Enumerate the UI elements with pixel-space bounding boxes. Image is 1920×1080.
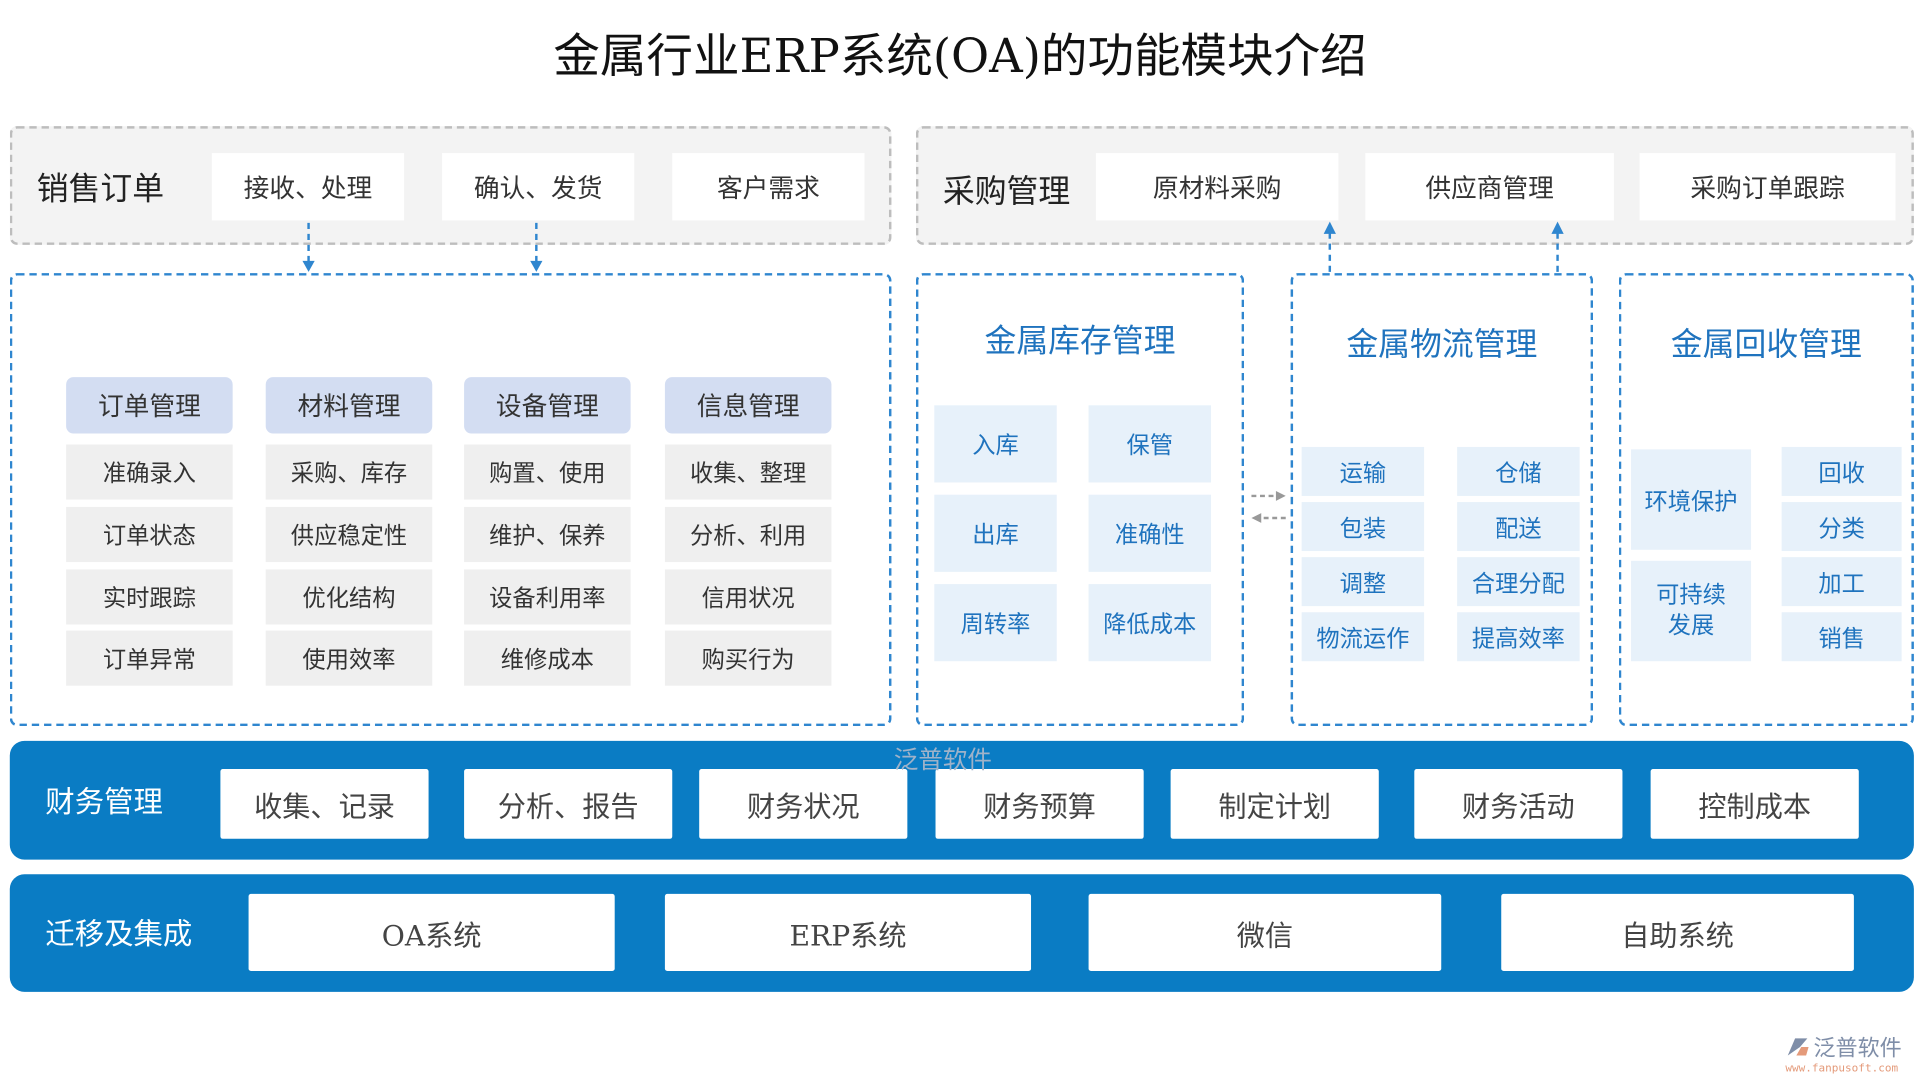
recycle-item: 可持续发展 <box>1631 560 1752 662</box>
module-item: 维护、保养 <box>464 506 631 563</box>
recycle-title: 金属回收管理 <box>1670 326 1862 364</box>
sales-item: 接收、处理 <box>211 153 405 221</box>
module-header: 材料管理 <box>265 377 433 434</box>
sales-label: 销售订单 <box>36 171 165 209</box>
logistics-item: 运输 <box>1301 446 1425 496</box>
inventory-title: 金属库存管理 <box>984 322 1176 360</box>
module-item: 设备利用率 <box>464 569 631 625</box>
finance-item: 财务预算 <box>935 768 1144 839</box>
migration-item: OA系统 <box>248 893 615 972</box>
logo-url: www.fanpusoft.com <box>1785 1062 1899 1076</box>
module-item: 采购、库存 <box>265 444 433 500</box>
module-item: 使用效率 <box>265 630 433 686</box>
module-item: 实时跟踪 <box>66 569 233 625</box>
inventory-item: 准确性 <box>1088 494 1212 572</box>
page-title: 金属行业ERP系统(OA)的功能模块介绍 <box>553 28 1367 83</box>
finance-item: 财务状况 <box>699 768 908 839</box>
watermark: 泛普软件 <box>893 743 992 774</box>
finance-item: 收集、记录 <box>220 768 429 839</box>
purchase-item: 供应商管理 <box>1365 153 1614 221</box>
module-header: 信息管理 <box>664 377 832 434</box>
logistics-item: 提高效率 <box>1457 612 1580 662</box>
inventory-item: 出库 <box>934 494 1057 572</box>
finance-item: 分析、报告 <box>464 768 673 839</box>
module-item: 购置、使用 <box>464 444 631 500</box>
logo-icon <box>1787 1038 1809 1056</box>
migration-label: 迁移及集成 <box>45 917 193 952</box>
module-item: 分析、利用 <box>664 506 832 563</box>
recycle-item: 销售 <box>1781 612 1902 662</box>
module-header: 订单管理 <box>66 377 233 434</box>
migration-item: ERP系统 <box>664 893 1032 972</box>
logistics-item: 物流运作 <box>1301 612 1425 662</box>
module-item: 准确录入 <box>66 444 233 500</box>
purchase-item: 原材料采购 <box>1095 153 1339 221</box>
purchase-label: 采购管理 <box>942 173 1071 211</box>
sales-item: 客户需求 <box>672 153 865 221</box>
module-header: 设备管理 <box>464 377 631 434</box>
logistics-item: 合理分配 <box>1457 557 1580 607</box>
migration-item: 微信 <box>1088 893 1442 972</box>
recycle-item: 加工 <box>1781 557 1902 607</box>
logistics-item: 仓储 <box>1457 446 1580 496</box>
recycle-item: 回收 <box>1781 446 1902 496</box>
module-item: 信用状况 <box>664 569 832 625</box>
module-item: 维修成本 <box>464 630 631 686</box>
finance-item: 控制成本 <box>1650 768 1859 839</box>
logistics-item: 配送 <box>1457 502 1580 552</box>
module-item: 订单状态 <box>66 506 233 563</box>
logistics-item: 调整 <box>1301 557 1425 607</box>
recycle-item: 环境保护 <box>1631 449 1752 550</box>
inventory-item: 降低成本 <box>1088 584 1212 662</box>
purchase-item: 采购订单跟踪 <box>1639 153 1896 221</box>
logistics-item: 包装 <box>1301 502 1425 552</box>
inventory-item: 周转率 <box>934 584 1057 662</box>
logo-name: 泛普软件 <box>1813 1035 1902 1062</box>
module-item: 优化结构 <box>265 569 433 625</box>
module-item: 订单异常 <box>66 630 233 686</box>
module-item: 收集、整理 <box>664 444 832 500</box>
finance-item: 财务活动 <box>1414 768 1623 839</box>
module-item: 购买行为 <box>664 630 832 686</box>
migration-item: 自助系统 <box>1501 893 1854 972</box>
finance-label: 财务管理 <box>45 784 163 820</box>
finance-item: 制定计划 <box>1170 768 1379 839</box>
inventory-item: 保管 <box>1088 405 1212 483</box>
fanpusoft-logo: 泛普软件 www.fanpusoft.com <box>1785 1031 1912 1075</box>
sales-item: 确认、发货 <box>442 153 635 221</box>
inventory-item: 入库 <box>934 405 1057 483</box>
recycle-item: 分类 <box>1781 502 1902 552</box>
module-item: 供应稳定性 <box>265 506 433 563</box>
logistics-title: 金属物流管理 <box>1346 326 1538 364</box>
